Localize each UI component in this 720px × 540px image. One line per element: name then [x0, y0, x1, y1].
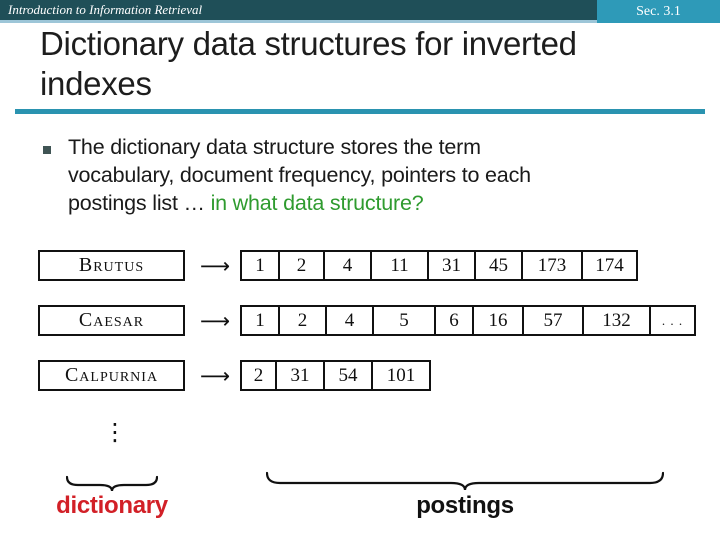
posting-cell: 11 [372, 252, 429, 279]
posting-cell: 1 [242, 252, 280, 279]
bullet-paragraph: The dictionary data structure stores the… [68, 133, 678, 217]
bullet-line: postings list … in what data structure? [68, 191, 424, 215]
posting-cell: 6 [436, 307, 474, 334]
page-title: Dictionary data structures for inverted … [40, 24, 705, 104]
posting-cell: 5 [374, 307, 436, 334]
posting-cell: 2 [242, 362, 277, 389]
postings-list-brutus: 1 2 4 11 31 45 173 174 [240, 250, 638, 281]
posting-cell: 31 [429, 252, 476, 279]
posting-cell: 16 [474, 307, 524, 334]
bullet-square-icon [43, 146, 51, 154]
posting-cell: 4 [325, 252, 372, 279]
postings-list-calpurnia: 2 31 54 101 [240, 360, 431, 391]
postings-list-caesar: 1 2 4 5 6 16 57 132 . . . [240, 305, 696, 336]
posting-cell: 132 [584, 307, 651, 334]
highlighted-question: in what data structure? [210, 191, 424, 215]
term-box-brutus: Brutus [38, 250, 185, 281]
posting-cell: 45 [476, 252, 523, 279]
bullet-line: The dictionary data structure stores the… [68, 135, 481, 159]
vertical-ellipsis: ⋮ [103, 418, 127, 446]
underbrace-dictionary-icon [66, 475, 158, 492]
posting-cell-ellipsis: . . . [661, 312, 684, 328]
posting-cell: 1 [242, 307, 280, 334]
posting-cell: 4 [327, 307, 374, 334]
posting-cell: 57 [524, 307, 584, 334]
underbrace-postings-icon [266, 471, 664, 491]
postings-label: postings [416, 492, 514, 519]
page-title-line-1: Dictionary data structures for inverted [40, 25, 577, 62]
header-bar: Introduction to Information Retrieval [0, 0, 720, 20]
posting-cell: 2 [280, 252, 325, 279]
title-divider [15, 109, 705, 114]
posting-cell: 54 [325, 362, 373, 389]
section-badge: Sec. 3.1 [597, 0, 720, 23]
posting-cell: 2 [280, 307, 327, 334]
posting-cell: 101 [386, 364, 416, 386]
arrow-right-icon: ⟶ [199, 363, 231, 388]
term-box-caesar: Caesar [38, 305, 185, 336]
dictionary-label: dictionary [56, 492, 168, 519]
bullet-line: vocabulary, document frequency, pointers… [68, 163, 531, 187]
posting-cell: 174 [595, 254, 624, 276]
page-title-line-2: indexes [40, 65, 152, 102]
posting-cell: 173 [523, 252, 583, 279]
arrow-right-icon: ⟶ [199, 253, 231, 278]
posting-cell: 31 [277, 362, 325, 389]
course-title: Introduction to Information Retrieval [8, 2, 203, 17]
header-strip [0, 20, 720, 23]
arrow-right-icon: ⟶ [199, 308, 231, 333]
term-box-calpurnia: Calpurnia [38, 360, 185, 391]
